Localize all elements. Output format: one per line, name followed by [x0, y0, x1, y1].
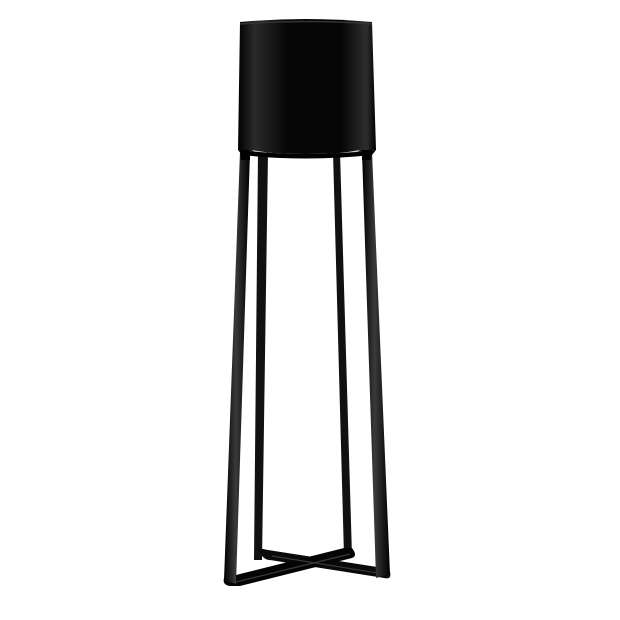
lamp-shade: [238, 19, 376, 160]
lamp-leg-back-right: [333, 152, 352, 556]
lamp-base-cross: [223, 548, 391, 586]
lamp-leg-front-left: [224, 152, 250, 584]
lamp-front-legs: [224, 152, 390, 584]
lamp-back-legs: [254, 152, 352, 560]
lamp-leg-front-right: [362, 152, 390, 578]
lamp-leg-back-left: [254, 152, 268, 560]
